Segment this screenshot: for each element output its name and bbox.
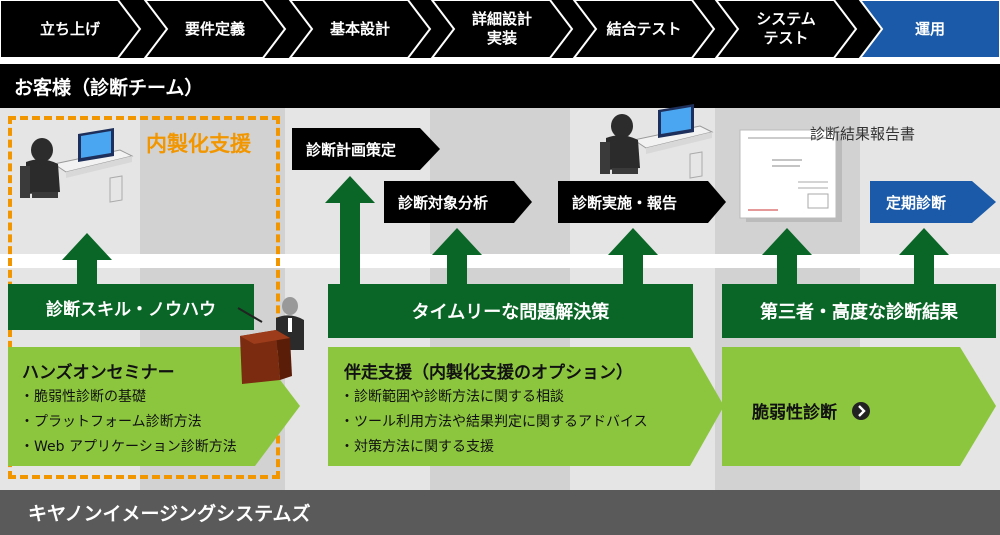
step-arrow-plan (292, 128, 440, 170)
phase-chevron (288, 0, 432, 58)
offer-arrow-seminar (8, 347, 300, 466)
phase-chevrons (0, 0, 1000, 58)
list-item: ・ツール利用方法や結果判定に関するアドバイス (340, 414, 648, 430)
up-arrow (762, 228, 812, 290)
step-scope: 診断対象分析 (398, 193, 489, 212)
phase-chevron (0, 0, 142, 58)
phase-chevron (143, 0, 287, 58)
step-arrow-scope (384, 181, 532, 223)
internal-support-label: 内製化支援 (146, 132, 251, 156)
phase-operation: 運用 (914, 19, 945, 38)
step-execute: 診断実施・報告 (572, 193, 678, 212)
up-arrow (62, 233, 112, 286)
step-arrow-periodic (870, 181, 996, 223)
benefit-third-party: 第三者・高度な診断結果 (722, 284, 996, 338)
lecturer-at-podium-icon (237, 297, 304, 384)
list-item: ・診断範囲や診断方法に関する相談 (340, 389, 564, 405)
vuln-title[interactable]: 脆弱性診断 (752, 403, 837, 423)
vuln-link[interactable]: 脆弱性診断 (752, 398, 871, 423)
up-arrow (432, 228, 482, 290)
phase-chevron (714, 0, 858, 58)
list-item: ・Web アプリケーション診断方法 (20, 439, 237, 455)
up-arrow (608, 228, 658, 290)
phase-chevron (572, 0, 716, 58)
phase-requirements: 要件定義 (184, 19, 245, 38)
benefit-timely: タイムリーな問題解決策 (328, 284, 693, 338)
list-item: ・対策方法に関する支援 (340, 439, 494, 455)
list-item: ・プラットフォーム診断方法 (20, 414, 202, 430)
analyst-at-desk-icon (600, 104, 714, 179)
benefit-skills: 診断スキル・ノウハウ (8, 284, 254, 330)
step-periodic: 定期診断 (886, 193, 947, 212)
accompany-title: 伴走支援（内製化支援のオプション） (344, 363, 633, 383)
phase-integration-test: 結合テスト (606, 19, 682, 38)
phase-basic-design: 基本設計 (329, 19, 390, 38)
phase-chevron (430, 0, 574, 58)
vendor-bar: キヤノンイメージングシステムズ (0, 490, 1000, 535)
offer-arrow-accompany (328, 347, 724, 466)
phase-detail-design: 詳細設計 実装 (471, 10, 532, 47)
step-arrow-execute (558, 181, 726, 223)
client-bar: お客様（診断チーム） (0, 64, 1000, 108)
phase-system-test: システム テスト (756, 10, 816, 47)
chevron-right-circle-icon[interactable] (851, 401, 871, 421)
seminar-items: ・脆弱性診断の基礎 ・プラットフォーム診断方法 ・Web アプリケーション診断方… (20, 385, 237, 460)
accompany-items: ・診断範囲や診断方法に関する相談 ・ツール利用方法や結果判定に関するアドバイス … (340, 385, 648, 460)
seminar-title: ハンズオンセミナー (22, 363, 175, 383)
step-plan: 診断計画策定 (306, 140, 397, 159)
list-item: ・脆弱性診断の基礎 (20, 389, 146, 405)
report-title: 診断結果報告書 (810, 125, 916, 143)
up-arrow (899, 228, 949, 290)
up-arrow (325, 176, 375, 290)
report-document-icon (739, 129, 842, 222)
phase-startup: 立ち上げ (39, 19, 100, 38)
divider-band (0, 254, 1000, 268)
phase-bar: 立ち上げ 要件定義 基本設計 詳細設計 実装 結合テスト システム テスト 運用 (0, 0, 1000, 58)
analyst-at-desk-icon (20, 128, 134, 203)
phase-chevron (858, 0, 1000, 58)
